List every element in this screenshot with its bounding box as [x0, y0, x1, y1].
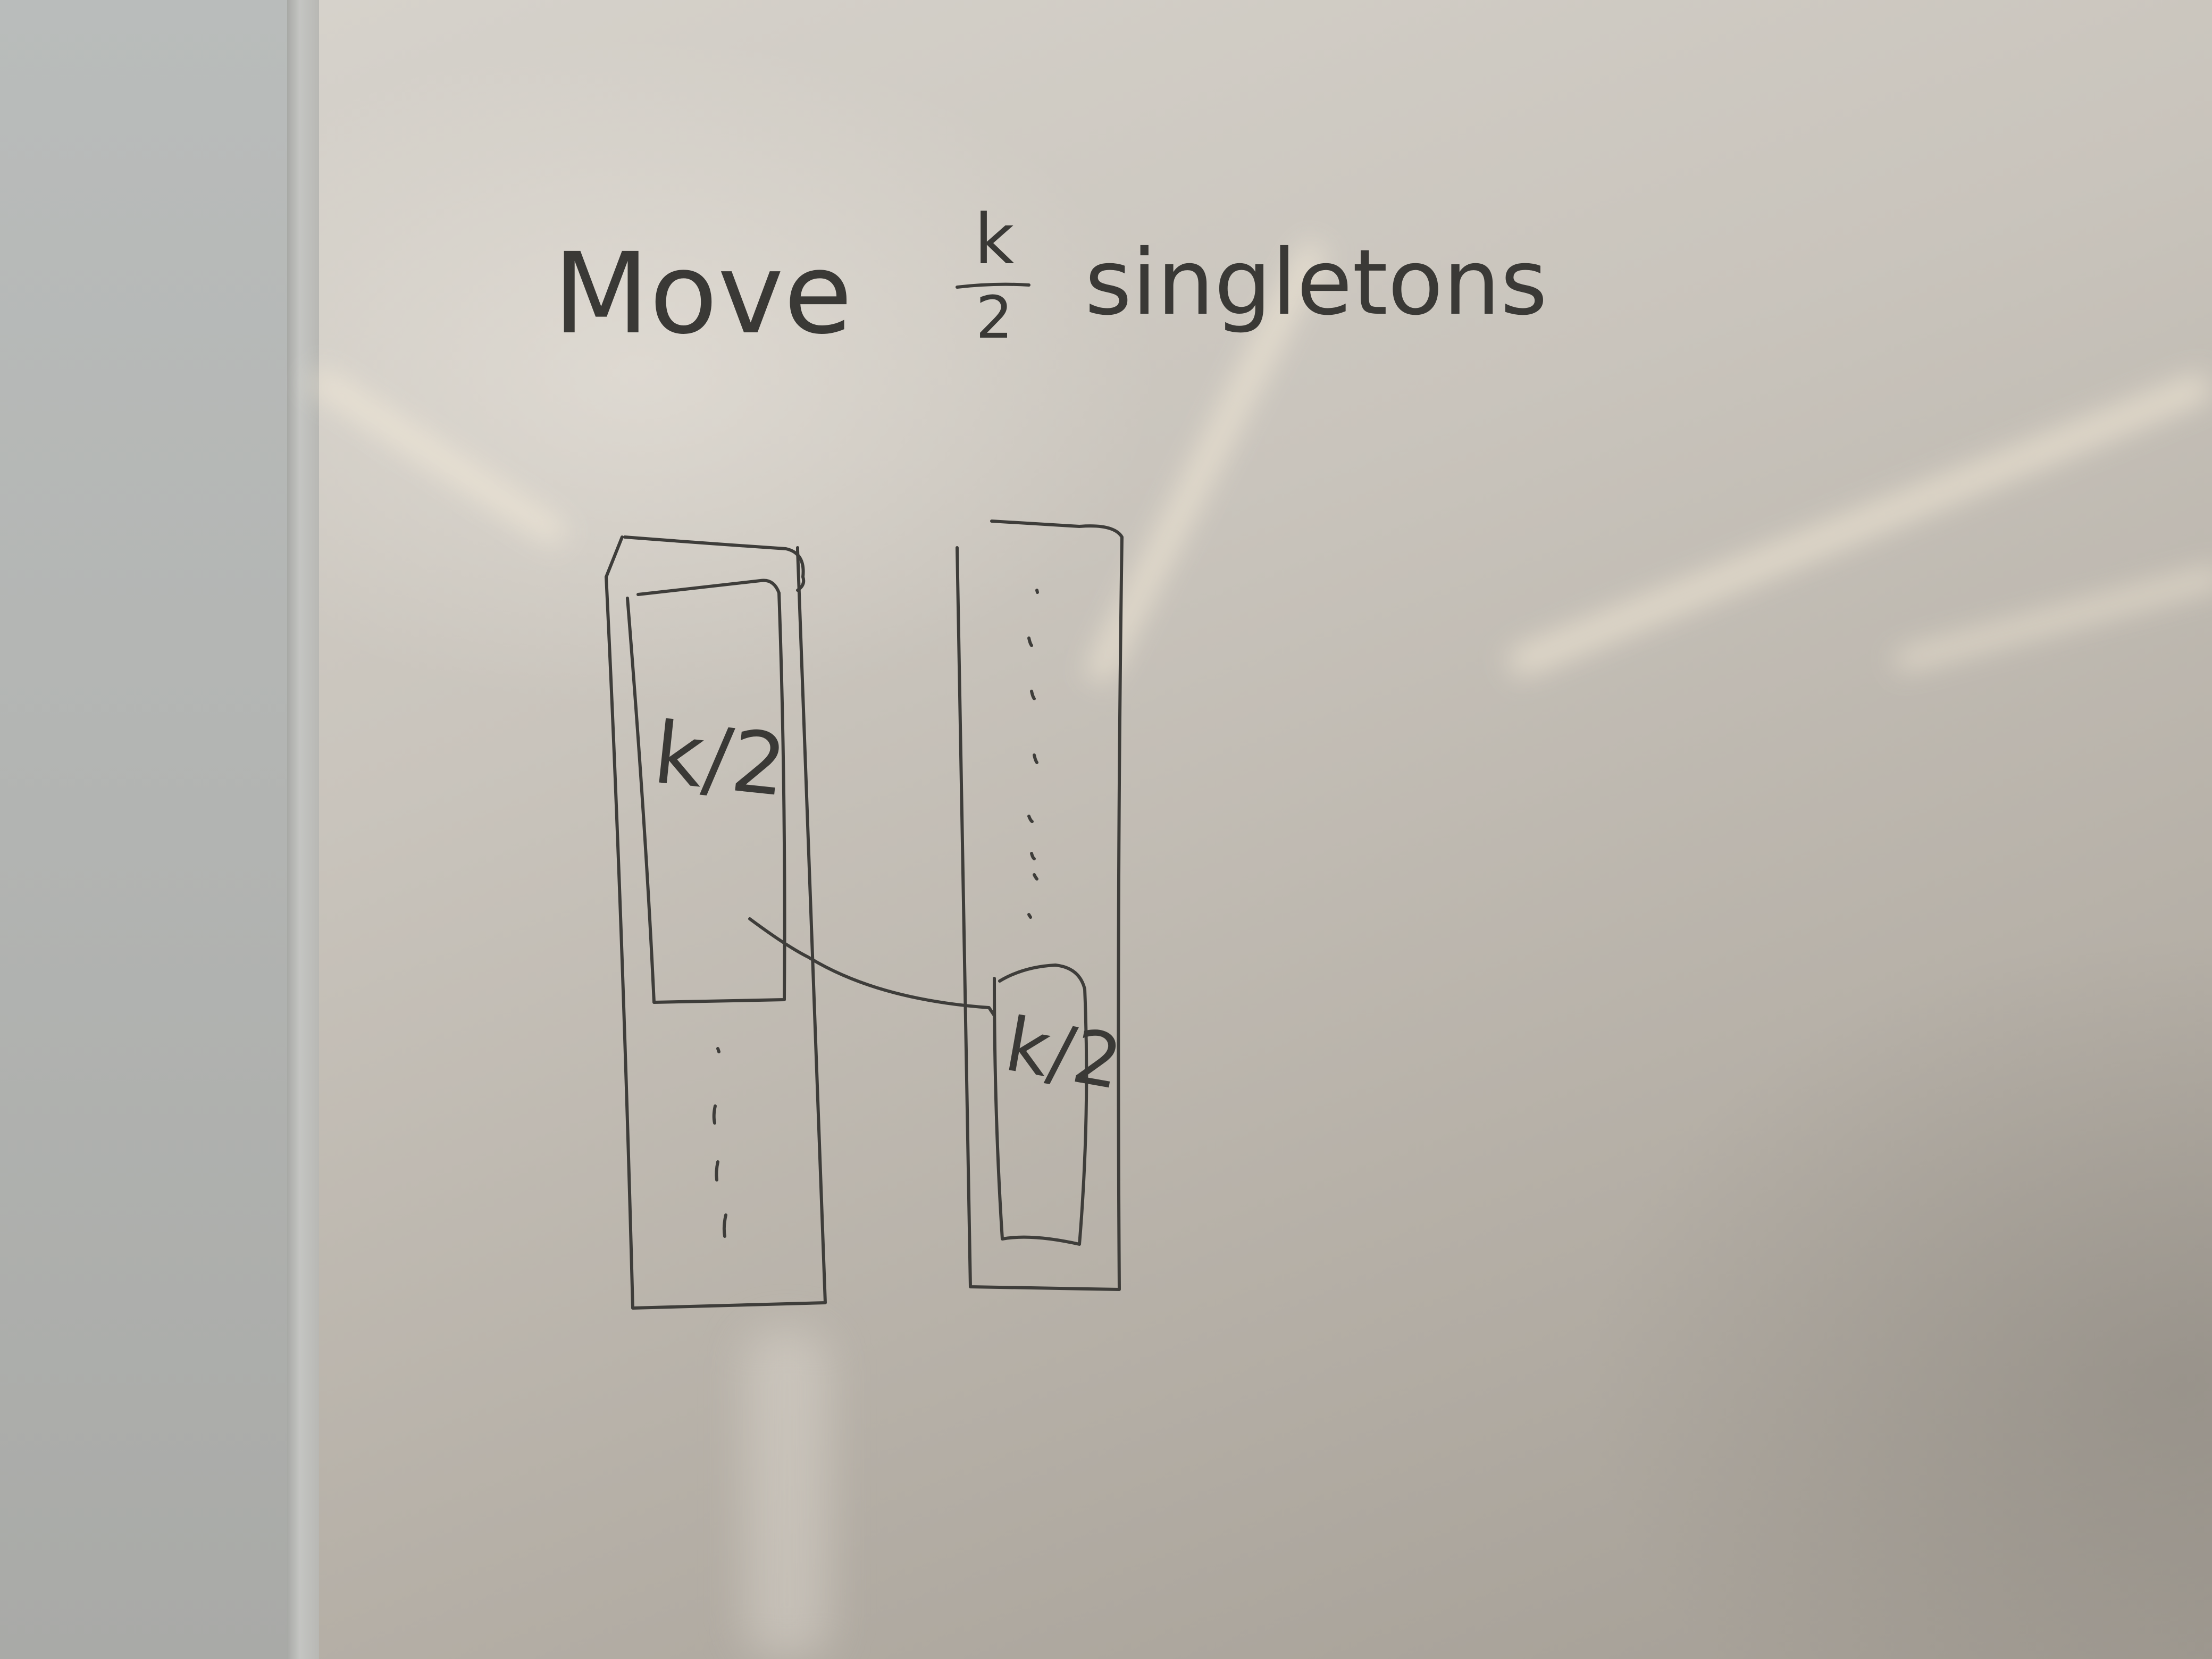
left-column-dots: [712, 1047, 727, 1238]
right-column-inner-box: [993, 963, 1088, 1246]
wall: [0, 0, 298, 1659]
connector-line: [748, 917, 996, 1017]
left-column-outer-box: [605, 546, 827, 1310]
whiteboard-frame-edge: [287, 0, 319, 1659]
left-column-double-top: [623, 535, 806, 592]
light-reflection: [744, 1329, 830, 1659]
heading-fraction-denominator: 2: [976, 283, 1013, 351]
right-column-outer-box: [956, 520, 1124, 1291]
left-inner-box-label: k/2: [649, 703, 791, 816]
whiteboard-surface: [319, 0, 2212, 1659]
heading-verb: Move: [553, 229, 852, 359]
right-inner-box-label: k/2: [999, 1001, 1128, 1107]
heading: Move k 2 singletons: [553, 199, 1547, 359]
right-column: k/2: [956, 520, 1128, 1291]
left-column-corner: [605, 535, 624, 579]
left-column: k/2: [605, 535, 827, 1310]
heading-fraction-numerator: k: [974, 199, 1014, 280]
heading-noun: singletons: [1085, 230, 1547, 336]
right-column-dots: [1027, 589, 1039, 919]
left-column-inner-box: [626, 579, 786, 1004]
fraction-bar: [956, 282, 1030, 289]
